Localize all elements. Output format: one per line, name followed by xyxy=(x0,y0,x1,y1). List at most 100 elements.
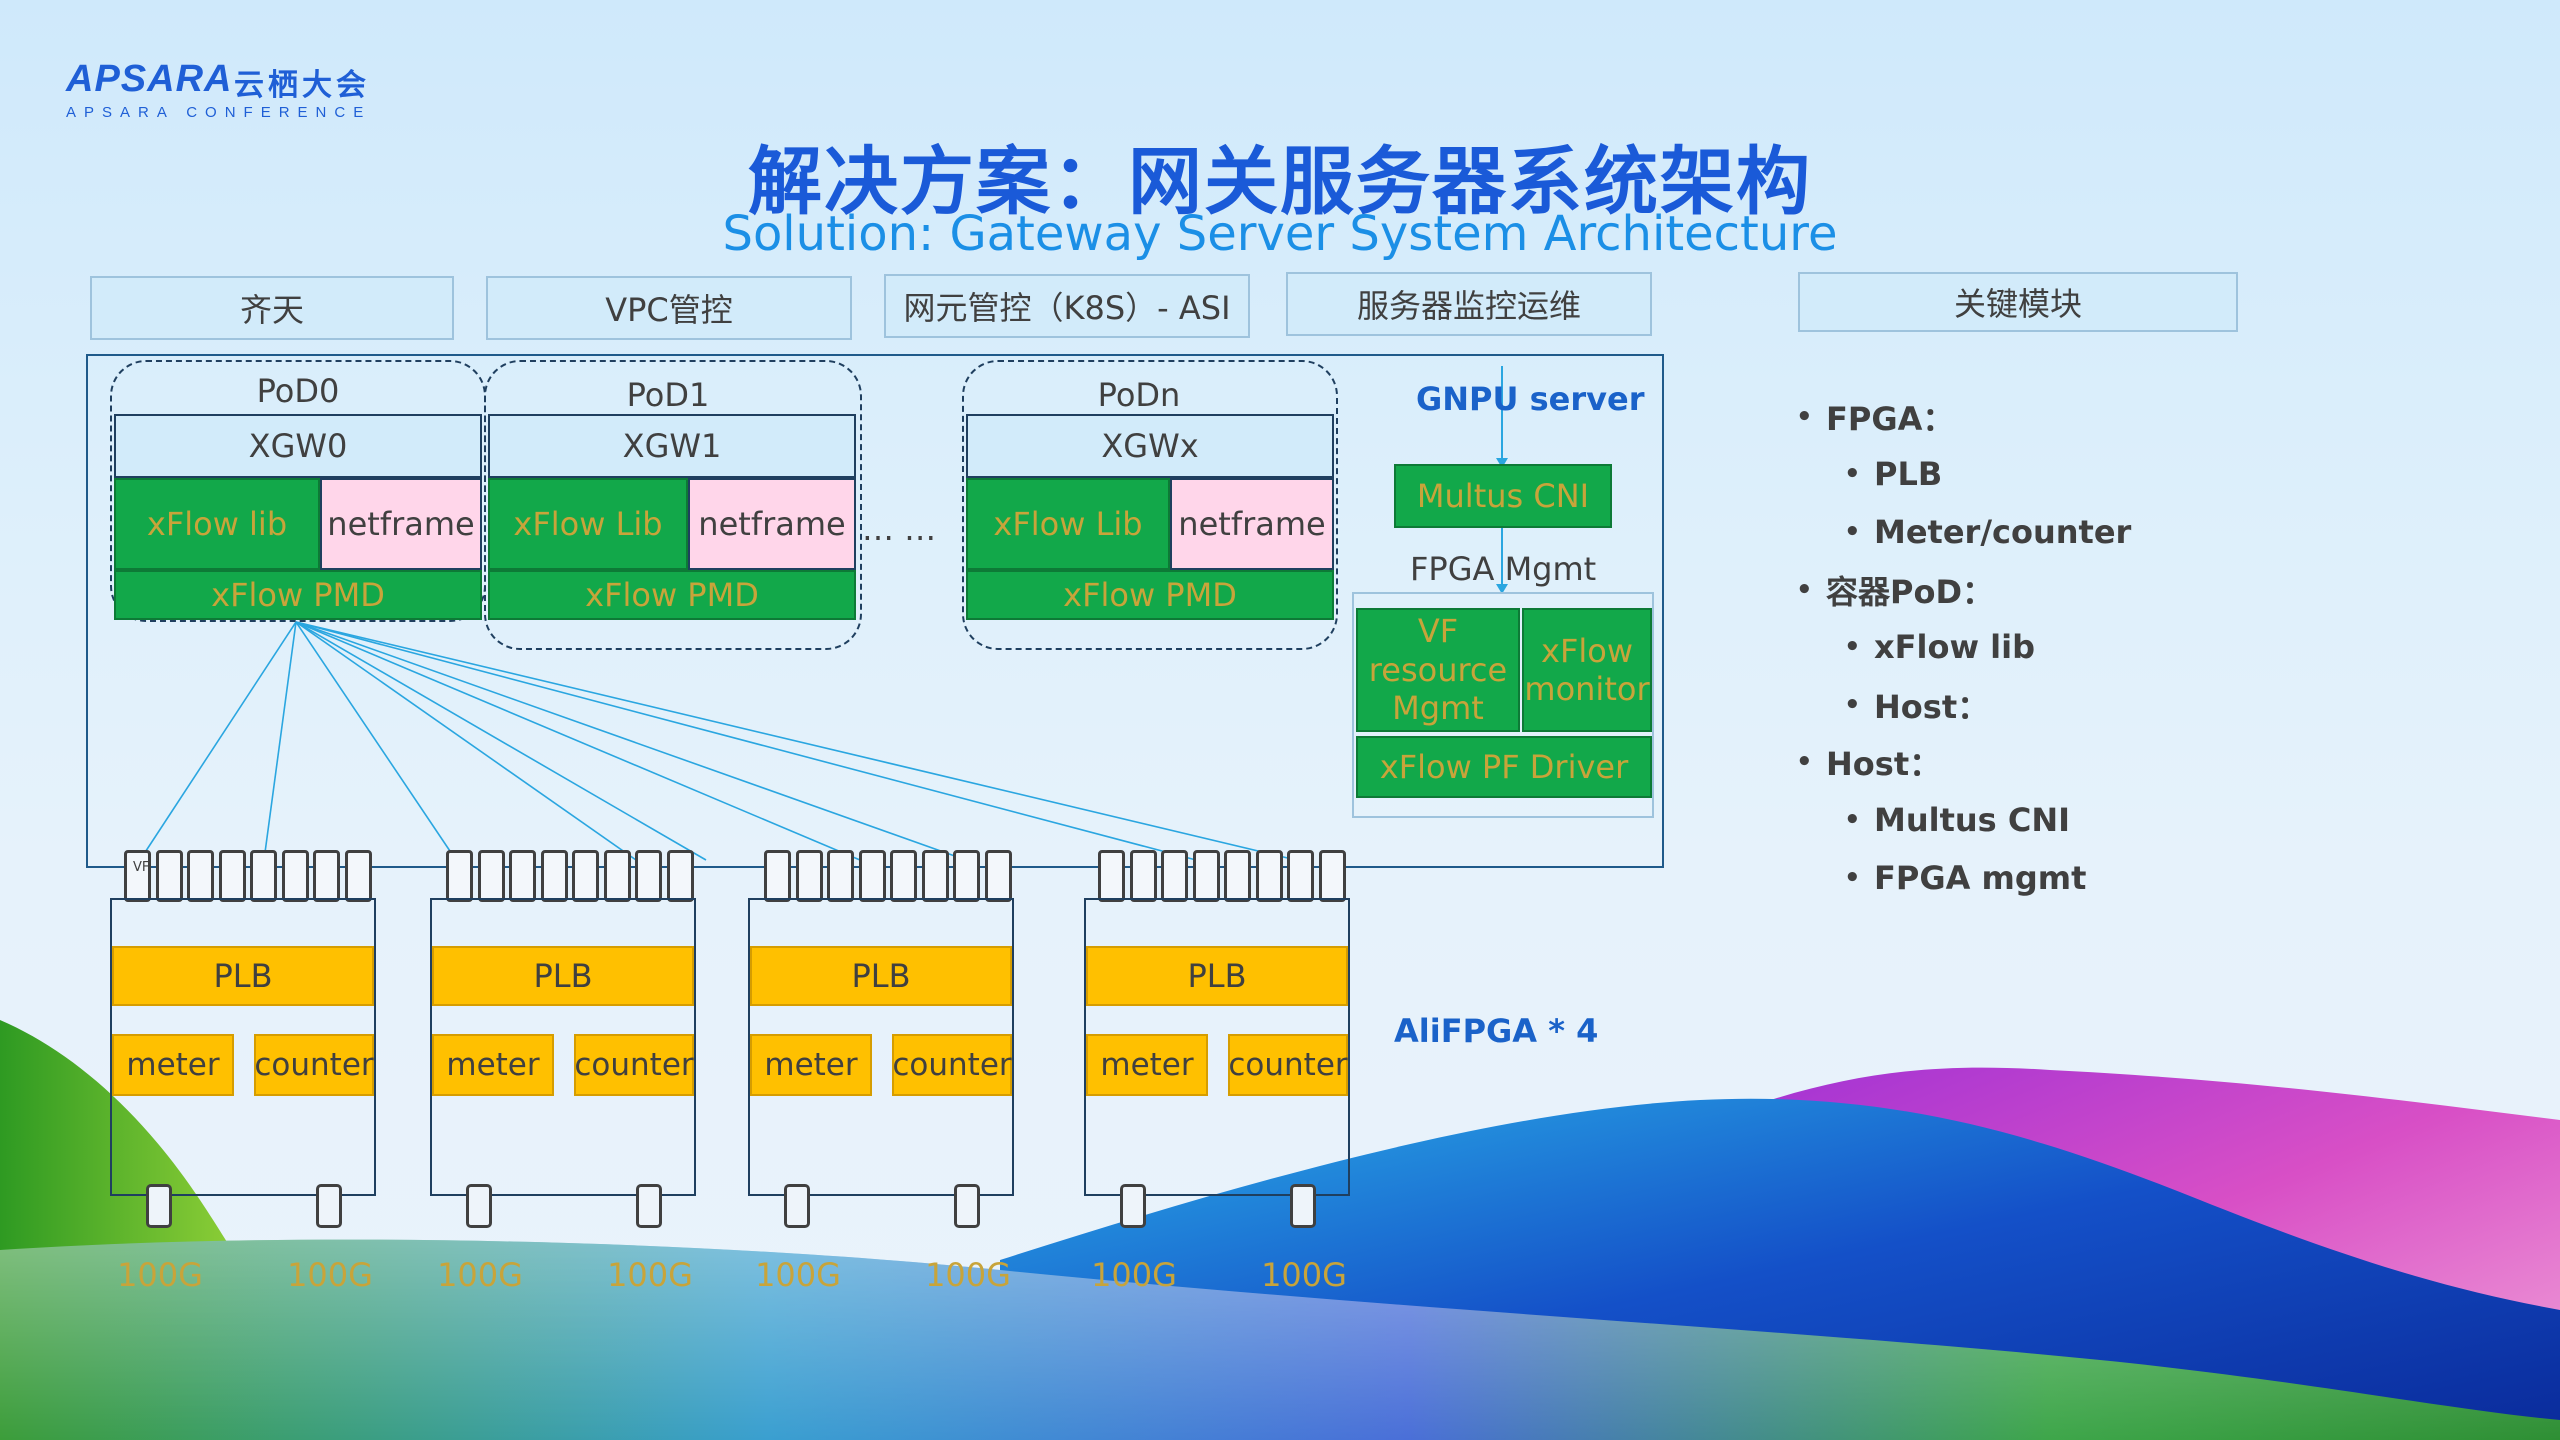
alifpga-label: AliFPGA * 4 xyxy=(1394,1012,1599,1050)
pod0-xflow-pmd: xFlow PMD xyxy=(114,570,482,620)
vf-slot xyxy=(1161,850,1188,902)
vf-slot xyxy=(1287,850,1314,902)
key-modules-list: •FPGA：•PLB•Meter/counter•容器PoD：•xFlow li… xyxy=(1796,388,2131,906)
brand-logo-cn: 云栖大会 xyxy=(234,68,370,103)
vf-slot xyxy=(666,850,694,902)
fpga-card xyxy=(1084,898,1350,1196)
podn-frame xyxy=(962,360,1338,650)
port-icon xyxy=(146,1184,172,1228)
port-speed-label: 100G xyxy=(287,1256,373,1294)
key-module-text: xFlow lib xyxy=(1874,628,2035,667)
fpga-mgmt-frame xyxy=(1352,592,1654,818)
pod1-xgw: XGW1 xyxy=(488,414,856,478)
port-speed-label: 100G xyxy=(1091,1256,1177,1294)
key-module-item: • Meter/counter xyxy=(1796,503,2131,561)
port-speed-label: 100G xyxy=(925,1256,1011,1294)
vf-slot xyxy=(984,850,1012,902)
port-icon xyxy=(636,1184,662,1228)
key-module-text: Host： xyxy=(1874,687,1990,726)
fpga-card xyxy=(110,898,376,1196)
xflow-monitor-box: xFlow monitor xyxy=(1522,608,1652,732)
vf-slots-card1 xyxy=(446,850,702,910)
bullet-icon: • xyxy=(1796,747,1813,778)
vf-slot xyxy=(635,850,662,902)
slide-title-en: Solution: Gateway Server System Architec… xyxy=(722,206,1838,262)
key-module-text: Meter/counter xyxy=(1874,512,2132,551)
plb-block: PLB xyxy=(112,946,374,1006)
podn-netframe: netframe xyxy=(1170,478,1334,570)
header-box-vpc: VPC管控 xyxy=(486,276,852,340)
vf-slot xyxy=(603,850,631,902)
vf-slot xyxy=(509,850,536,902)
pod1-netframe: netframe xyxy=(688,478,856,570)
bullet-icon: • xyxy=(1844,689,1861,720)
fpga-card xyxy=(748,898,1014,1196)
vf-slots-card0: VF xyxy=(124,850,380,910)
multus-cni-box: Multus CNI xyxy=(1394,464,1612,528)
port-speed-label: 100G xyxy=(755,1256,841,1294)
counter-block: counter xyxy=(892,1034,1012,1096)
vf-slot xyxy=(540,850,568,902)
pod0-xgw: XGW0 xyxy=(114,414,482,478)
vf-label: VF xyxy=(133,860,150,875)
vf-slot xyxy=(953,850,980,902)
vf-slot xyxy=(281,850,309,902)
vf-slot xyxy=(446,850,473,902)
port-icon xyxy=(954,1184,980,1228)
brand-logo-subtitle: APSARA CONFERENCE xyxy=(66,104,372,121)
port-speed-label: 100G xyxy=(117,1256,203,1294)
fpga-mgmt-label: FPGA Mgmt xyxy=(1410,550,1597,588)
header-box-monitor: 服务器监控运维 xyxy=(1286,272,1652,336)
podn-xflow-pmd: xFlow PMD xyxy=(966,570,1334,620)
pod1-xflow-pmd: xFlow PMD xyxy=(488,570,856,620)
vf-slot xyxy=(572,850,599,902)
port-speed-label: 100G xyxy=(607,1256,693,1294)
pod0-title: PoD0 xyxy=(256,372,340,410)
port-speed-label: 100G xyxy=(1261,1256,1347,1294)
key-module-text: FPGA： xyxy=(1826,399,1955,438)
port-icon xyxy=(466,1184,492,1228)
vf-slot xyxy=(218,850,246,902)
vf-slot xyxy=(1224,850,1251,902)
gnpu-server-label: GNPU server xyxy=(1416,380,1645,418)
podn-xgw: XGWx xyxy=(966,414,1334,478)
port-icon xyxy=(784,1184,810,1228)
key-module-item: • Host： xyxy=(1796,676,2131,734)
key-modules-header: 关键模块 xyxy=(1798,272,2238,332)
key-module-text: FPGA mgmt xyxy=(1874,858,2087,897)
slide-title-cn: 解决方案：网关服务器系统架构 xyxy=(748,139,1812,225)
vf-slot xyxy=(827,850,854,902)
fpga-card xyxy=(430,898,696,1196)
key-module-text: 容器PoD： xyxy=(1826,572,1995,611)
podn-title: PoDn xyxy=(1097,376,1181,414)
key-module-item: •Host： xyxy=(1796,734,2131,792)
vf-slot xyxy=(858,850,886,902)
vf-slot xyxy=(921,850,949,902)
vf-slot xyxy=(477,850,505,902)
plb-block: PLB xyxy=(1086,946,1348,1006)
brand-logo: APSARA xyxy=(66,58,233,100)
key-module-item: •xFlow lib xyxy=(1796,618,2131,676)
vf-slot xyxy=(1318,850,1346,902)
key-module-text: Multus CNI xyxy=(1874,800,2071,839)
counter-block: counter xyxy=(1228,1034,1348,1096)
vf-slot xyxy=(890,850,917,902)
key-module-item: • Multus CNI xyxy=(1796,791,2131,849)
header-box-k8s: 网元管控（K8S）- ASI xyxy=(884,274,1250,338)
vf-slot xyxy=(764,850,791,902)
pod1-frame xyxy=(484,360,862,650)
bullet-icon: • xyxy=(1844,862,1861,893)
meter-block: meter xyxy=(750,1034,872,1096)
meter-block: meter xyxy=(432,1034,554,1096)
vf-slot xyxy=(344,850,372,902)
pod0-xflow-lib: xFlow lib xyxy=(114,478,320,570)
pod1-xflow-lib: xFlow Lib xyxy=(488,478,688,570)
meter-block: meter xyxy=(1086,1034,1208,1096)
bullet-icon: • xyxy=(1844,516,1861,547)
vf-resource-mgmt-box: VF resource Mgmt xyxy=(1356,608,1520,732)
pods-ellipsis: … … xyxy=(862,510,937,548)
bullet-icon: • xyxy=(1844,804,1861,835)
counter-block: counter xyxy=(574,1034,694,1096)
